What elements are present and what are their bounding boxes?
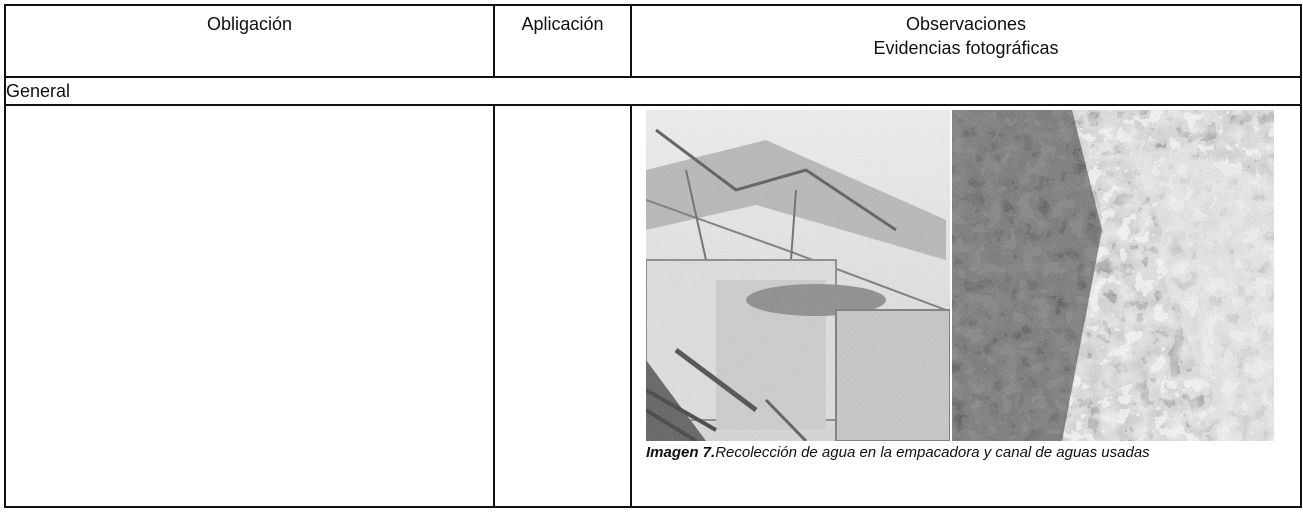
application-cell bbox=[493, 104, 632, 508]
caption-label: Imagen 7. bbox=[646, 444, 716, 461]
header-application-label: Aplicación bbox=[521, 14, 604, 34]
header-observations: Observaciones Evidencias fotográficas bbox=[630, 4, 1302, 78]
caption-text: Recolección de agua en la empacadora y c… bbox=[715, 444, 1150, 461]
photo-caption: Imagen 7.Recolección de agua en la empac… bbox=[646, 443, 1288, 462]
obligation-cell bbox=[4, 104, 495, 508]
section-general: General bbox=[4, 76, 1302, 106]
section-label: General bbox=[6, 81, 71, 101]
section-row: General bbox=[4, 76, 1302, 106]
header-row: Obligación Aplicación Observaciones Evid… bbox=[4, 4, 1302, 78]
evidence-row: Imagen 7.Recolección de agua en la empac… bbox=[4, 104, 1302, 508]
header-obligation: Obligación bbox=[4, 4, 495, 78]
header-application: Aplicación bbox=[493, 4, 632, 78]
header-obligation-label: Obligación bbox=[206, 14, 293, 34]
water-collection-packing-plant-photo bbox=[646, 110, 950, 441]
observations-cell: Imagen 7.Recolección de agua en la empac… bbox=[630, 104, 1302, 508]
wastewater-channel-photo bbox=[952, 110, 1274, 441]
header-observations-line-1: Observaciones bbox=[905, 14, 1027, 34]
compliance-table: Obligación Aplicación Observaciones Evid… bbox=[4, 4, 1302, 508]
photo-pair bbox=[646, 110, 1274, 441]
header-observations-line-2: Evidencias fotográficas bbox=[873, 38, 1059, 58]
